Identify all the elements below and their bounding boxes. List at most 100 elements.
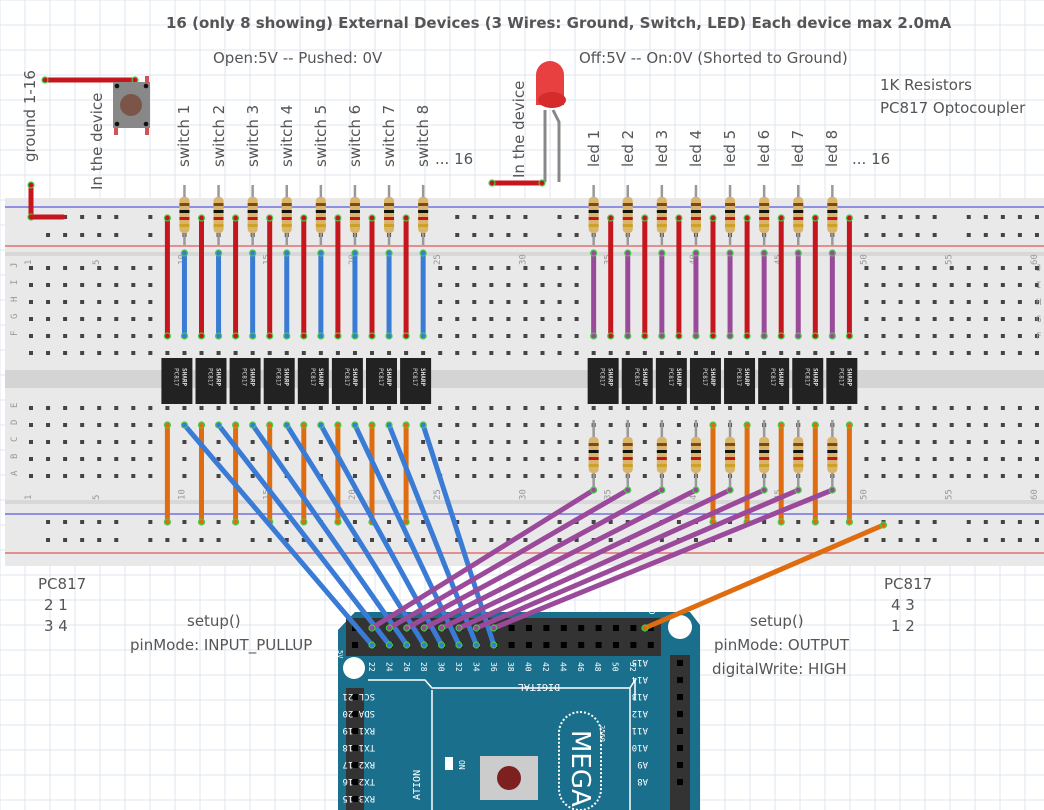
hole	[557, 423, 562, 427]
chip-label: PC817	[667, 368, 674, 386]
hole	[352, 474, 357, 478]
hole	[932, 283, 937, 287]
hole	[233, 351, 238, 355]
hole	[932, 300, 937, 304]
wire-end	[403, 641, 411, 649]
header-pin	[677, 728, 683, 734]
rail-hole	[915, 233, 920, 237]
wire-end	[27, 181, 35, 189]
row-letter: I	[10, 280, 20, 285]
hole	[318, 457, 323, 461]
row-letter: A	[10, 470, 20, 476]
hole	[182, 351, 187, 355]
wire-end	[490, 624, 498, 632]
header-pin	[677, 660, 683, 666]
resistor-band	[622, 457, 633, 460]
switch-signal-wire	[181, 422, 375, 648]
pin-label: 47	[577, 600, 586, 610]
rail-hole	[1017, 215, 1022, 219]
hole	[97, 334, 102, 338]
pin-label: 48	[593, 662, 602, 672]
rail-hole	[796, 520, 801, 524]
hole	[881, 457, 886, 461]
rail-hole	[472, 538, 477, 542]
pin-label: RX2 17	[342, 759, 375, 769]
rail-hole	[932, 520, 937, 524]
hole	[29, 440, 33, 444]
wire-end	[334, 421, 342, 429]
hole	[1000, 474, 1005, 478]
chip-label: SHARP	[675, 368, 682, 386]
resistor-band	[690, 464, 701, 467]
led-label: led 3	[652, 129, 671, 167]
hole	[472, 300, 477, 304]
hole	[540, 406, 545, 410]
hole	[1017, 423, 1022, 427]
rail-hole	[489, 538, 494, 542]
resistor-band	[315, 210, 326, 213]
wire-end	[845, 518, 854, 526]
column-number: 25	[433, 254, 443, 265]
hole	[233, 406, 238, 410]
left-setup-line2: pinMode: INPUT_PULLUP	[130, 636, 313, 654]
hole	[421, 351, 426, 355]
led-label: led 4	[686, 129, 705, 167]
hole	[131, 300, 136, 304]
resistor	[690, 437, 701, 473]
rail-hole	[387, 538, 392, 542]
in-device-label-switch: In the device	[88, 92, 106, 190]
hole	[182, 457, 187, 461]
header-pin	[508, 642, 515, 648]
resistor	[213, 197, 224, 233]
wire-end	[249, 249, 257, 257]
rail-hole	[421, 520, 426, 524]
wire-end	[641, 332, 649, 340]
header-pin	[526, 625, 532, 631]
header-pin	[677, 677, 683, 683]
hole	[182, 474, 187, 478]
resistor-band	[349, 217, 360, 220]
wire-end	[709, 421, 717, 429]
hole	[489, 283, 494, 287]
hole	[97, 457, 102, 461]
resistor-band	[179, 217, 190, 220]
hole	[1034, 334, 1039, 338]
hole	[387, 351, 392, 355]
rail-hole	[250, 520, 255, 524]
row-letter: G	[10, 314, 20, 319]
hole	[830, 406, 835, 410]
hole	[114, 457, 119, 461]
hole	[97, 283, 102, 287]
hole	[97, 423, 102, 427]
hole	[881, 474, 886, 478]
resistor-band	[179, 210, 190, 213]
hole	[557, 440, 562, 444]
hole	[966, 440, 971, 444]
resistor-band	[588, 443, 599, 446]
resistor	[384, 197, 395, 233]
hole	[864, 474, 869, 478]
resistor-band	[759, 450, 770, 453]
hole	[625, 406, 630, 410]
chip-label: PC817	[377, 368, 384, 386]
rail-hole	[97, 520, 102, 524]
hole	[898, 457, 903, 461]
led-rim	[538, 92, 566, 108]
hole	[898, 440, 903, 444]
rail-hole	[472, 233, 477, 237]
hole	[864, 300, 869, 304]
row-letter: B	[10, 454, 20, 459]
hole	[199, 351, 204, 355]
resistor-band	[827, 464, 838, 467]
rail-separator	[5, 252, 1044, 256]
hole	[1034, 266, 1039, 270]
hole	[472, 351, 477, 355]
hole	[949, 300, 954, 304]
resistor-band	[247, 217, 258, 220]
hole	[387, 440, 392, 444]
left-pinout-row2: 3 4	[44, 617, 68, 635]
hole	[148, 406, 153, 410]
hole	[506, 300, 511, 304]
hole	[301, 406, 306, 410]
hole	[1034, 351, 1039, 355]
